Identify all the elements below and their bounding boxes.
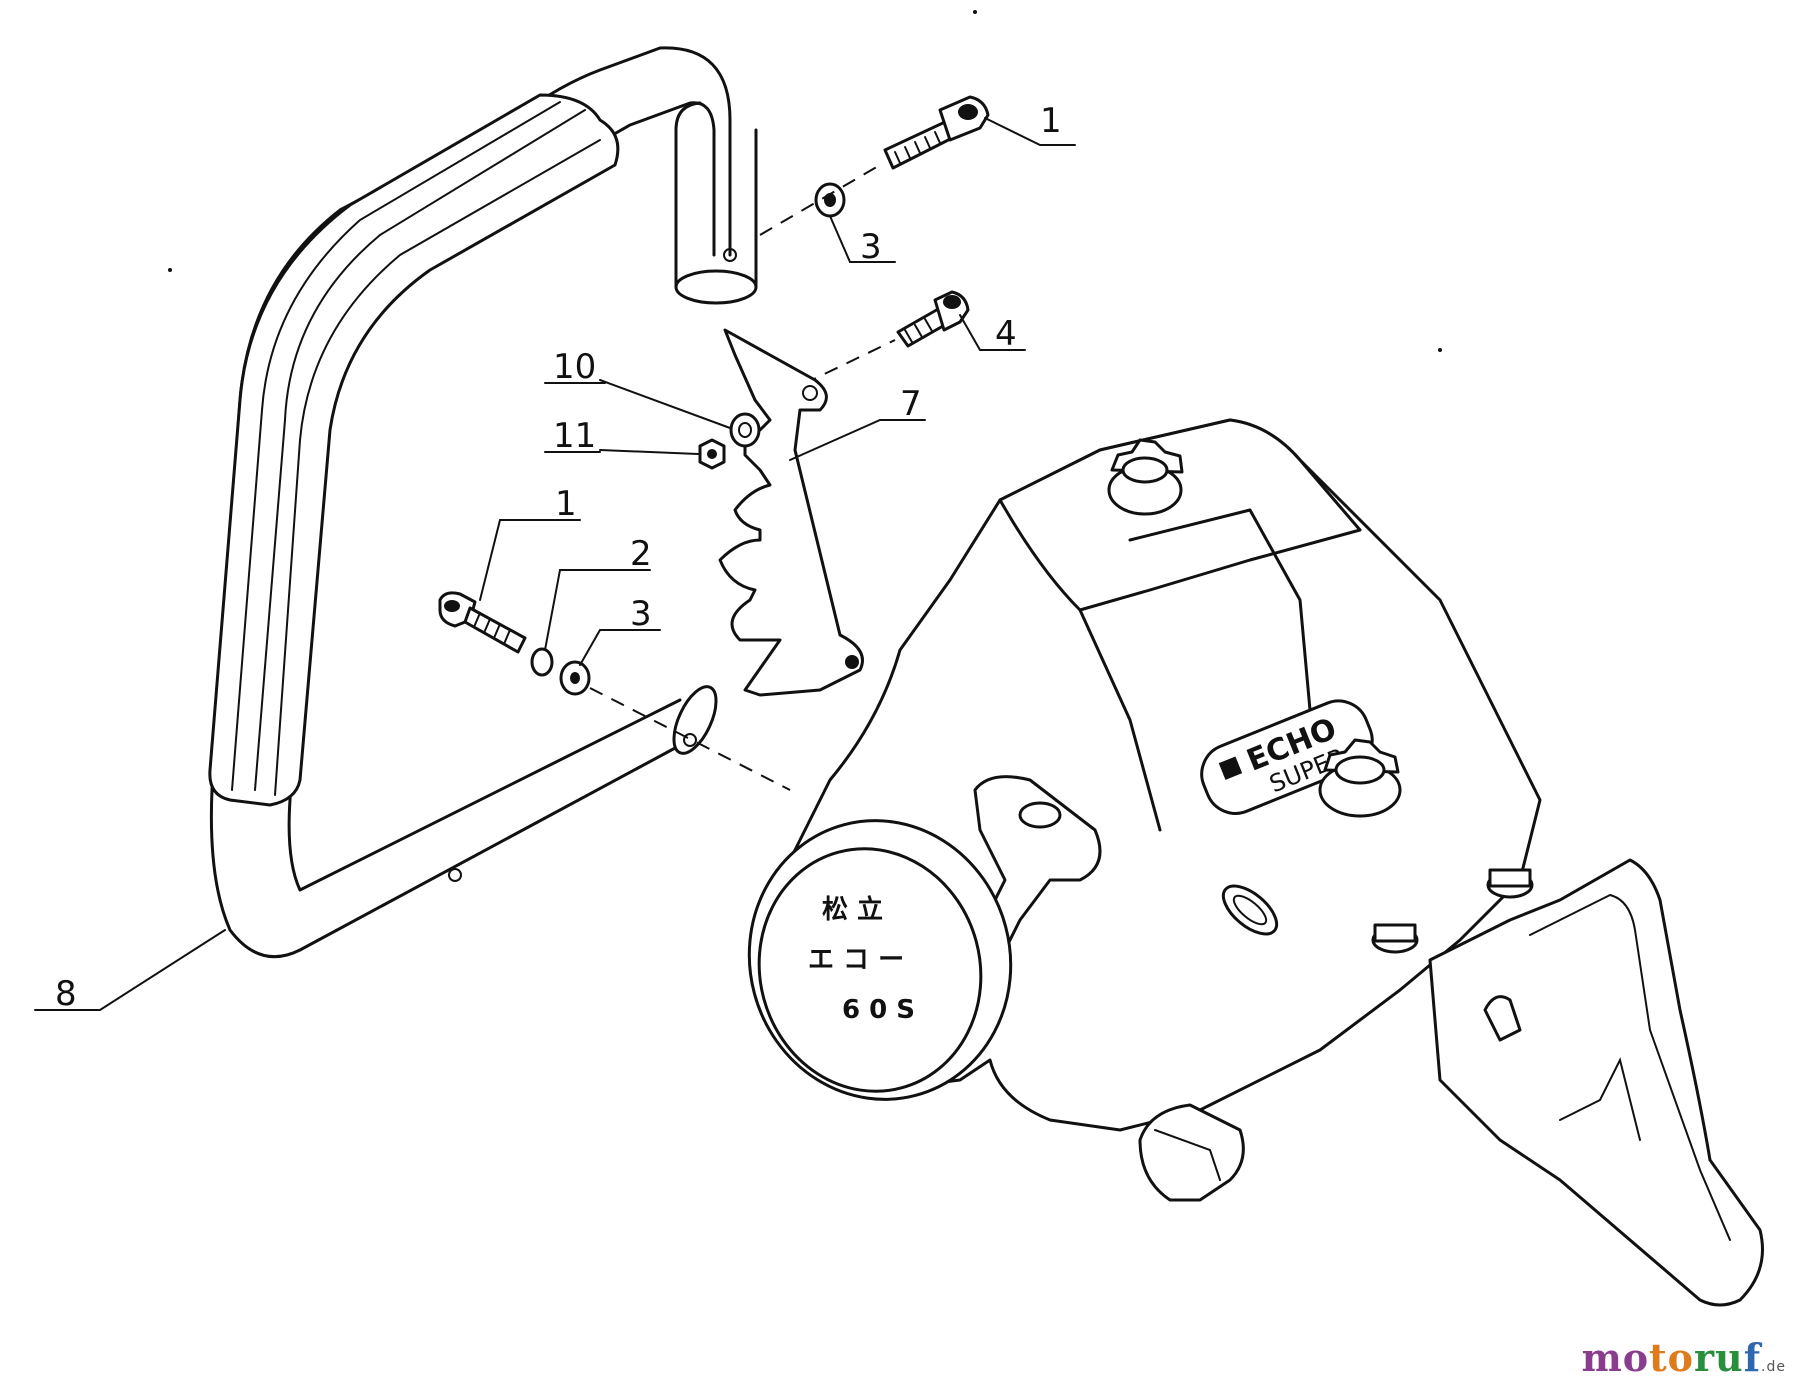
callout-4: 4 — [995, 314, 1017, 354]
callout-1-upper: 1 — [1040, 101, 1062, 141]
callout-10: 10 — [553, 347, 596, 387]
starter-cover: 松 立 エ コ ー 6 0 S — [747, 819, 1013, 1101]
watermark-part4: f — [1743, 1335, 1762, 1380]
callout-11: 11 — [553, 416, 596, 456]
rear-knob-1 — [1486, 868, 1534, 899]
starter-cover-top: 松 立 — [822, 894, 883, 925]
callout-7: 7 — [900, 384, 922, 424]
callout-leaders — [34, 117, 1076, 1011]
callout-3-upper: 3 — [860, 227, 882, 267]
rear-knob-2 — [1371, 923, 1419, 954]
upper-washer — [814, 182, 846, 218]
oval-slot — [1221, 884, 1279, 936]
oil-cap-knob — [1318, 738, 1402, 818]
hand-guard — [718, 328, 864, 697]
watermark-tld: .de — [1761, 1359, 1786, 1375]
starter-cover-middle: エ コ ー — [808, 945, 904, 975]
chain-brake-bolt — [896, 290, 970, 348]
lower-bolt — [438, 591, 527, 654]
watermark-part2: to — [1649, 1335, 1695, 1380]
spring-washer-2 — [530, 647, 554, 677]
fuel-cap-knob — [1107, 438, 1184, 516]
rear-handle — [1428, 858, 1764, 1307]
watermark-part1: mo — [1581, 1335, 1650, 1380]
washer-3-lower — [559, 660, 591, 696]
washer-10 — [729, 412, 761, 448]
callout-1-lower: 1 — [555, 484, 577, 524]
callout-3-lower: 3 — [630, 594, 652, 634]
callout-8: 8 — [55, 974, 77, 1014]
choke-lever — [1138, 1103, 1245, 1202]
upper-bolt — [883, 95, 990, 170]
starter-cover-bottom: 6 0 S — [842, 995, 915, 1025]
chainsaw-body: ECHO SUPER — [747, 418, 1764, 1307]
nut-11 — [698, 438, 726, 470]
watermark-part3: ru — [1694, 1335, 1744, 1380]
front-handle-bar — [208, 46, 758, 959]
callout-2: 2 — [630, 534, 652, 574]
motoruf-watermark: motoruf.de — [1582, 1335, 1786, 1380]
